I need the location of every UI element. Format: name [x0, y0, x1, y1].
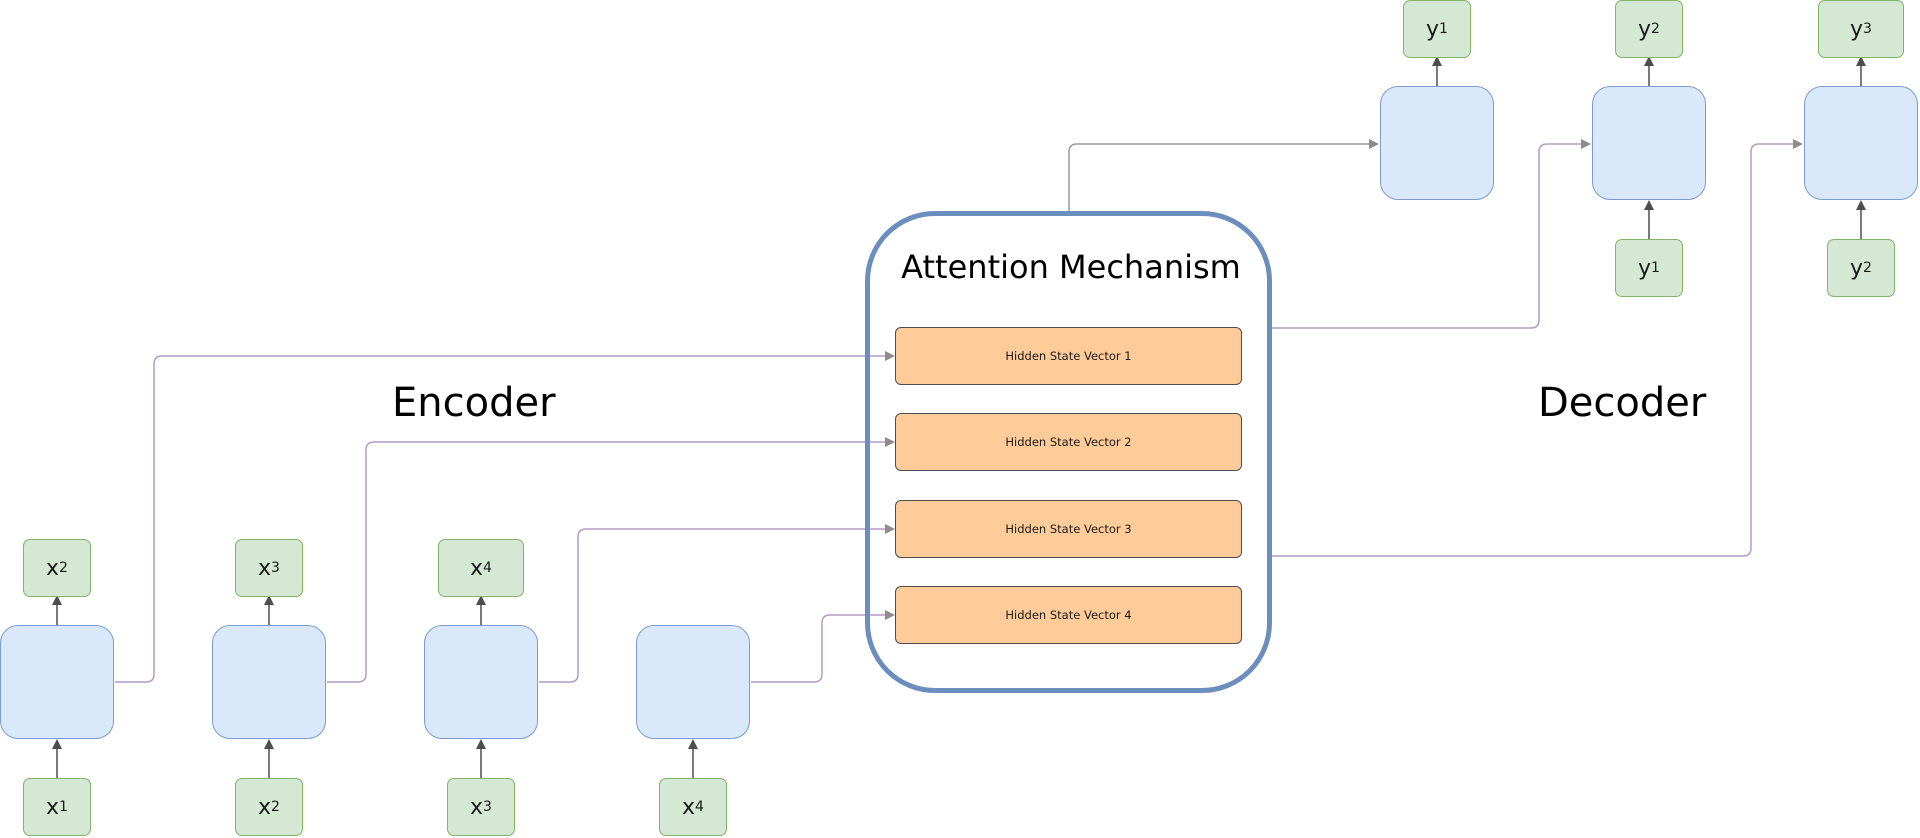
hidden-state-vector-3: Hidden State Vector 3: [895, 500, 1242, 558]
wire-cell2-to-hsv2: [327, 437, 895, 683]
decoder-cell-3: [1804, 86, 1918, 200]
encoder-cell-1: [0, 625, 114, 739]
encoder-cell-3: [424, 625, 538, 739]
wire-attention-to-dec1: [1068, 139, 1379, 211]
wire-attention-to-dec3: [1272, 139, 1803, 557]
wire-cell3-to-hsv3: [539, 524, 895, 683]
attention-mechanism-title: Attention Mechanism: [901, 248, 1241, 286]
wire-attention-to-dec2: [1272, 139, 1591, 329]
decoder-cell-1: [1380, 86, 1494, 200]
hidden-state-vector-2: Hidden State Vector 2: [895, 413, 1242, 471]
wire-cell4-to-hsv4: [751, 610, 895, 683]
decoder-cell-2: [1592, 86, 1706, 200]
encoder-cell-2: [212, 625, 326, 739]
hidden-state-vector-1: Hidden State Vector 1: [895, 327, 1242, 385]
encoder-cell-4: [636, 625, 750, 739]
wire-cell1-to-hsv1: [115, 351, 895, 683]
decoder-label: Decoder: [1538, 380, 1707, 426]
encoder-label: Encoder: [392, 380, 556, 426]
attention-mechanism-box: [865, 211, 1272, 693]
hidden-state-vector-4: Hidden State Vector 4: [895, 586, 1242, 644]
